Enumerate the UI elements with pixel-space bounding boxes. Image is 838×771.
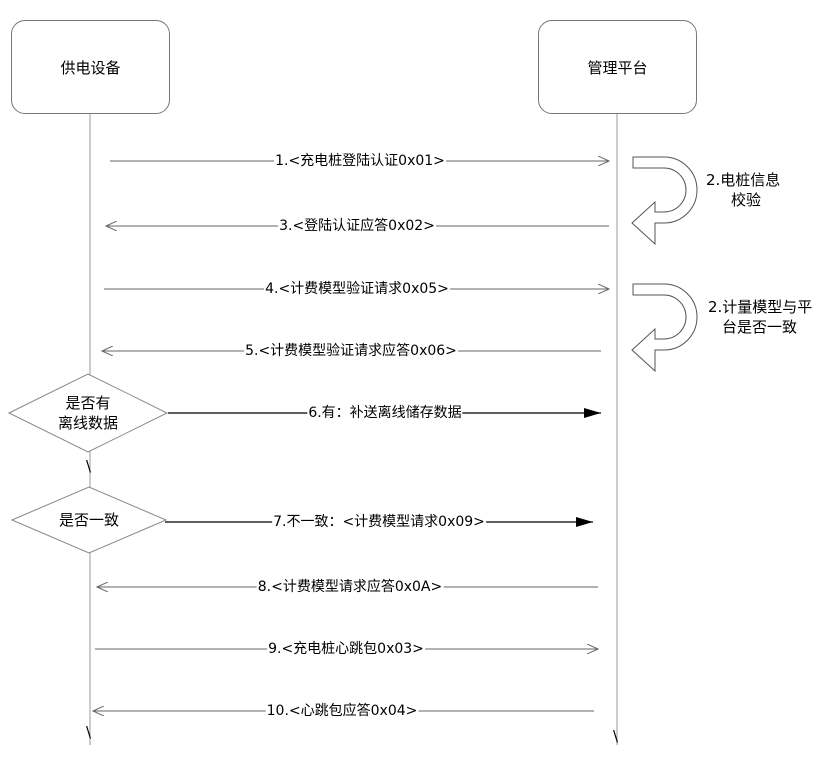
break-mark-left-upper: \ (86, 457, 92, 475)
message-label-7: 7.不一致：<计费模型请求0x09> (272, 514, 486, 530)
note-2-line-1: 2.计量模型与平 (708, 298, 813, 316)
message-label-8: 8.<计费模型请求应答0x0A> (256, 579, 444, 595)
participant-management-platform: 管理平台 (538, 20, 697, 114)
participant-power-device: 供电设备 (11, 20, 170, 114)
participant-power-device-label: 供电设备 (60, 58, 121, 77)
note-1-line-2: 校验 (731, 191, 762, 209)
message-label-3: 3.<登陆认证应答0x02> (278, 218, 436, 234)
note-2-line-2: 台是否一致 (722, 318, 798, 336)
decision-consistent-text: 是否一致 (39, 510, 139, 530)
decision-diamond-consistent (10, 486, 168, 554)
break-mark-left-lower: \ (86, 723, 92, 741)
decision-1-line-1: 是否有 (65, 394, 111, 412)
note-model-consistency: 2.计量模型与平 台是否一致 (708, 297, 812, 337)
break-mark-right-lower: \ (613, 727, 619, 745)
self-loop-arrow-1 (631, 156, 698, 246)
message-label-1: 1.<充电桩登陆认证0x01> (274, 153, 446, 169)
self-loop-arrow-2 (631, 283, 698, 373)
message-label-9: 9.<充电桩心跳包0x03> (267, 641, 425, 657)
note-pile-info-check: 2.电桩信息 校验 (706, 170, 780, 210)
message-label-6: 6.有：补送离线储存数据 (307, 405, 463, 421)
message-label-10: 10.<心跳包应答0x04> (265, 703, 419, 719)
participant-management-platform-label: 管理平台 (587, 58, 648, 77)
decision-2-line-1: 是否一致 (58, 511, 119, 529)
decision-1-line-2: 离线数据 (57, 414, 118, 432)
message-label-4: 4.<计费模型验证请求0x05> (264, 281, 450, 297)
decision-diamond-offline-data (7, 373, 169, 453)
decision-offline-data-text: 是否有 离线数据 (38, 393, 138, 433)
message-label-5: 5.<计费模型验证请求应答0x06> (244, 343, 458, 359)
note-1-line-1: 2.电桩信息 (706, 171, 781, 189)
